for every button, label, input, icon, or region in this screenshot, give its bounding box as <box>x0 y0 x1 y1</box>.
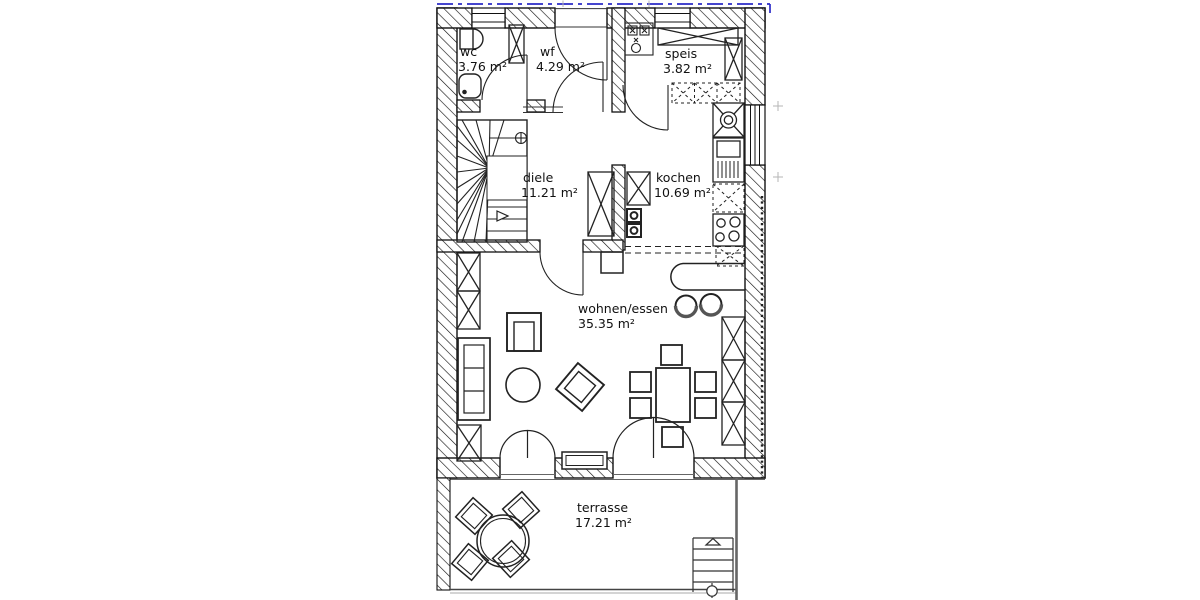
dining-chair <box>660 344 683 366</box>
room-name: diele <box>523 170 554 185</box>
room-area: 4.29 m² <box>536 59 585 74</box>
dining-chair <box>694 397 717 419</box>
kitchen-cabinet-box <box>626 171 651 206</box>
room-name: kochen <box>656 170 701 185</box>
room-label-diele: diele 11.21 m² <box>521 170 578 200</box>
window-top-speis <box>654 7 691 29</box>
armchair <box>506 312 542 352</box>
bar-counter <box>670 262 745 291</box>
room-area: 3.82 m² <box>663 61 712 76</box>
staircase <box>456 119 528 243</box>
living-cabinets-left <box>456 252 482 462</box>
room-area: 10.69 m² <box>654 185 711 200</box>
room-label-terrasse: terrasse 17.21 m² <box>575 500 632 530</box>
wf-cabinet <box>508 24 525 64</box>
room-name: wohnen/essen <box>578 301 668 316</box>
entrance-opening <box>555 8 607 28</box>
terrace-stairs <box>692 537 734 598</box>
window-right-kitchen <box>744 104 766 166</box>
window-sideboard <box>561 451 608 470</box>
stairs-post-icon <box>706 585 718 597</box>
sofa <box>457 337 491 421</box>
room-name: terrasse <box>577 500 628 515</box>
window-top-wc <box>471 7 506 29</box>
stair-post-icon <box>489 131 528 145</box>
speis-cabinet-top <box>657 27 739 46</box>
thresholds <box>437 474 765 480</box>
dining-table <box>655 367 691 423</box>
dining-chair <box>694 371 717 393</box>
kitchen-cabinet-dashed-1 <box>712 183 745 213</box>
laundry-fixture-icon <box>624 22 654 56</box>
terrace-doors <box>499 416 695 459</box>
interior-walls <box>436 7 626 253</box>
speis-cabinet-tall <box>724 37 743 81</box>
dining-set <box>629 344 717 448</box>
kitchen-sink-icon <box>712 102 745 138</box>
speis-cabinet-dashed <box>671 82 741 104</box>
stairs-up-arrow-icon <box>704 537 722 546</box>
hob-icon <box>626 208 642 238</box>
dining-chair <box>661 426 684 448</box>
terrace-chairs <box>450 490 541 582</box>
room-name: wf <box>540 44 555 59</box>
dimension-ticks <box>562 0 783 182</box>
bar-stools <box>673 293 724 319</box>
stair-direction-arrow-icon <box>496 210 510 222</box>
room-area: 3.76 m² <box>458 59 507 74</box>
toilet-icon <box>458 73 482 99</box>
door-swings <box>481 27 669 296</box>
terrace-wall-strip <box>436 477 451 591</box>
room-area: 35.35 m² <box>578 316 635 331</box>
terrace-edges <box>450 478 738 600</box>
room-label-speis: speis 3.82 m² <box>663 46 712 76</box>
small-table <box>600 251 624 274</box>
side-table-round <box>505 367 541 403</box>
stove-icon <box>712 213 745 247</box>
room-name: wc <box>460 44 477 59</box>
room-area: 11.21 m² <box>521 185 578 200</box>
interior-glazing <box>523 106 563 113</box>
dining-chair <box>629 397 652 419</box>
room-area: 17.21 m² <box>575 515 632 530</box>
room-label-wf: wf 4.29 m² <box>536 44 585 74</box>
kitchen-appliance-icon <box>712 137 745 183</box>
room-name: speis <box>665 46 697 61</box>
washbasin-icon <box>459 28 484 50</box>
room-label-wohnen-essen: wohnen/essen 35.35 m² <box>578 301 668 331</box>
living-cabinets-right <box>721 316 746 446</box>
room-label-wc: wc 3.76 m² <box>458 44 507 74</box>
dining-chair <box>629 371 652 393</box>
wc-fixtures <box>458 28 484 99</box>
section-line <box>437 3 771 13</box>
chair-rotated <box>554 361 606 413</box>
kitchen-open-boundary <box>625 246 743 254</box>
room-label-kochen: kochen 10.69 m² <box>654 170 711 200</box>
diele-cabinet-tall <box>587 171 615 237</box>
